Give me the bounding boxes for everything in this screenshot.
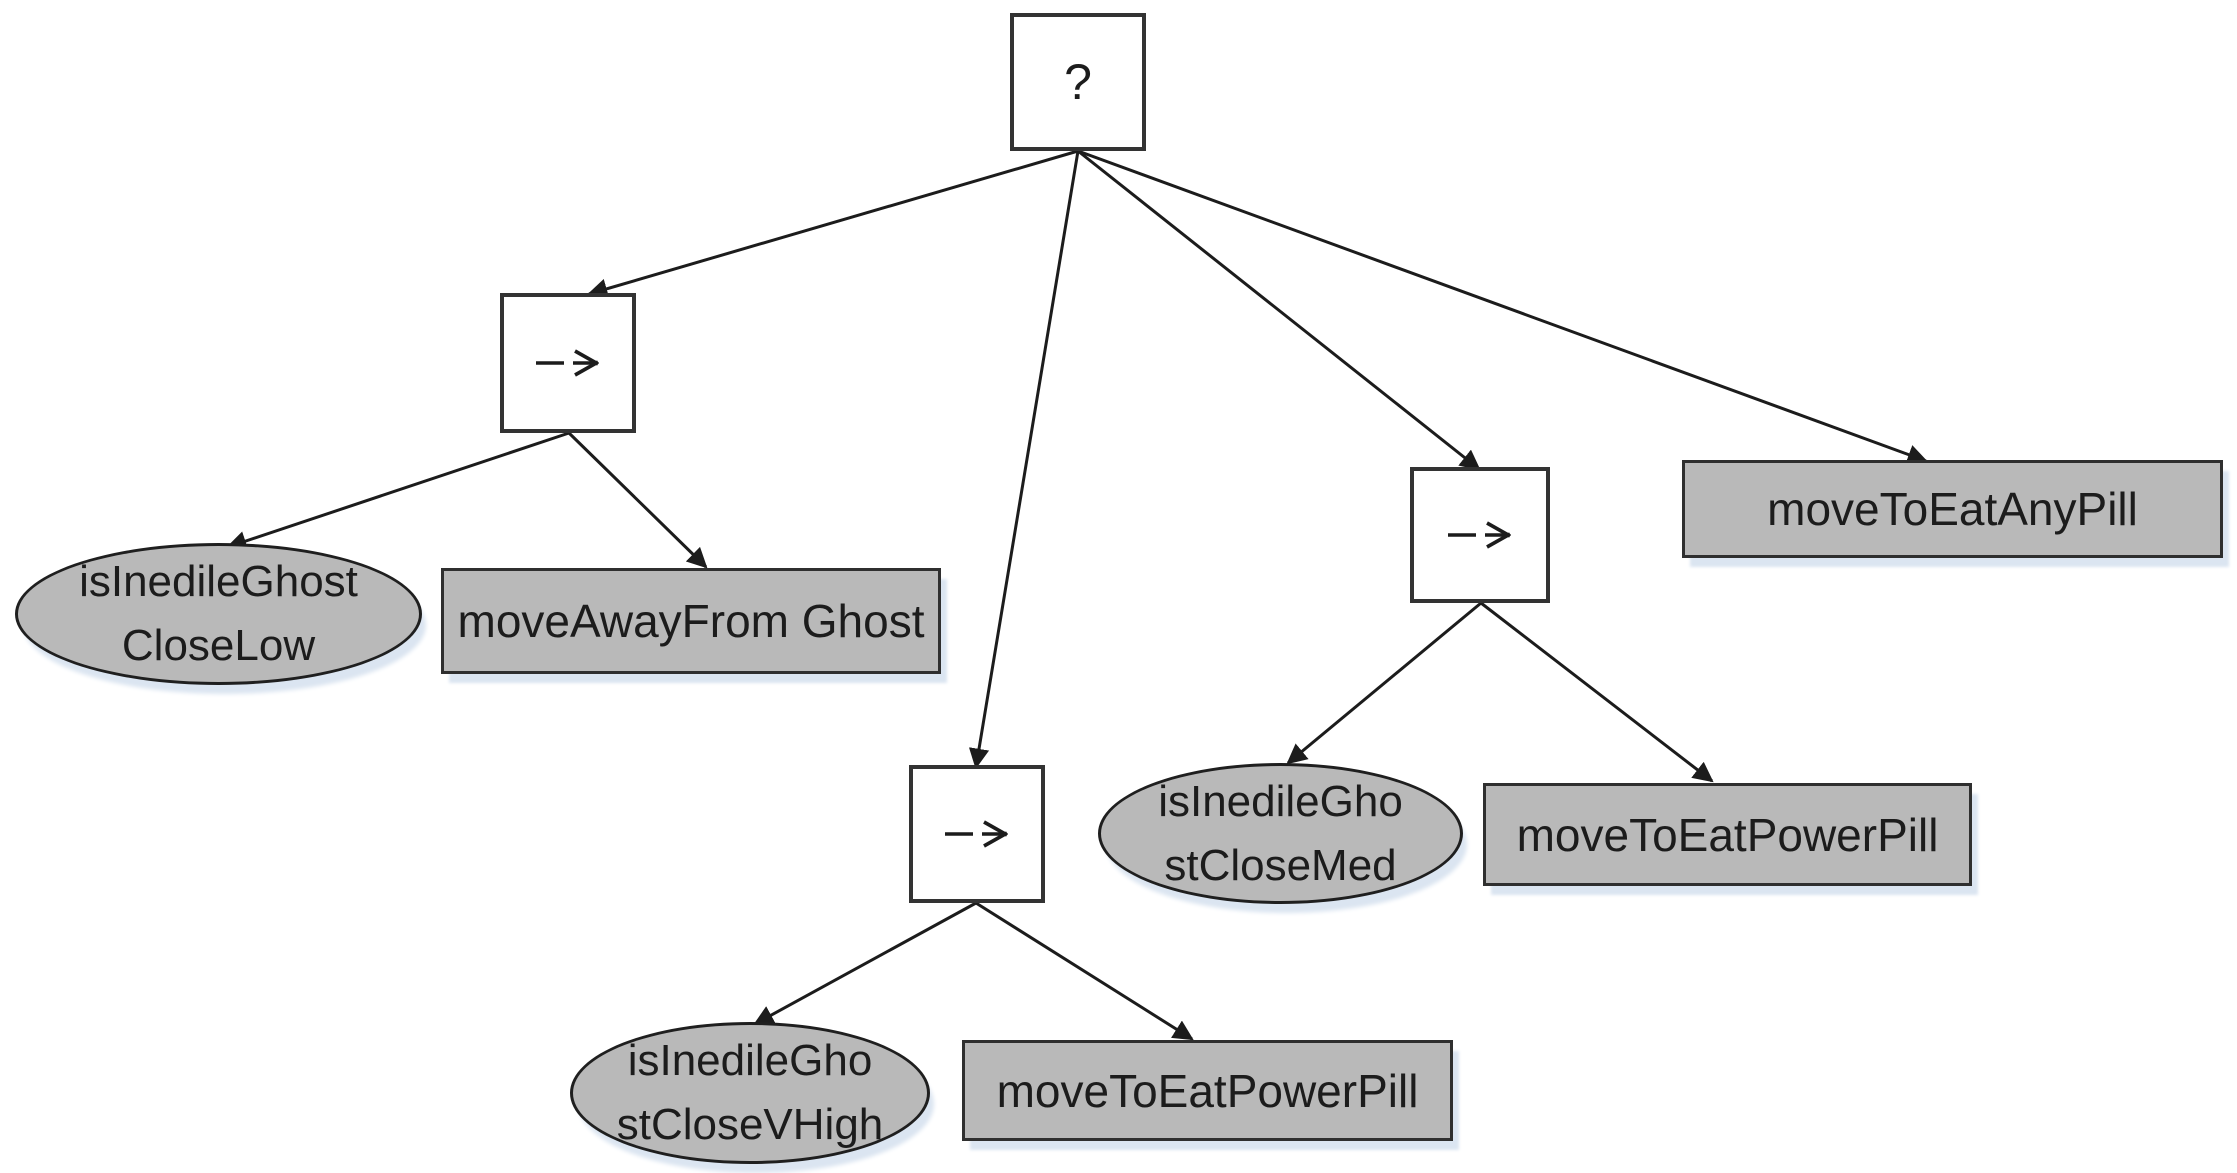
edge-root-to-seq-left [587, 149, 1079, 299]
edge-seq-left-to-action [567, 431, 708, 569]
condition-node-ghost-close-vhigh: isInedileGho stCloseVHigh [570, 1022, 930, 1164]
edge-root-to-any-pill [1077, 149, 1928, 465]
sequence-node-middle [909, 765, 1045, 903]
action-node-eat-power-pill-middle: moveToEatPowerPill [962, 1040, 1453, 1141]
selector-question-symbol: ? [1064, 54, 1092, 110]
sequence-node-left [500, 293, 636, 433]
edge-seq-middle-to-action [975, 901, 1194, 1041]
sequence-arrow-icon [536, 349, 599, 377]
edge-root-to-seq-right [1077, 149, 1481, 471]
edge-seq-middle-to-condition [753, 901, 977, 1026]
action-node-eat-power-pill-right: moveToEatPowerPill [1483, 783, 1972, 886]
condition-node-ghost-close-low: isInedileGhost CloseLow [15, 543, 422, 685]
action-label: moveToEatAnyPill [1767, 483, 2138, 535]
condition-label-line2: stCloseVHigh [616, 1100, 884, 1149]
sequence-arrow-icon [1448, 521, 1511, 549]
condition-node-ghost-close-med: isInedileGho stCloseMed [1098, 763, 1463, 904]
condition-label-line2: CloseLow [121, 621, 316, 670]
condition-label-line1: isInedileGhost [79, 557, 358, 606]
edge-seq-left-to-condition [226, 431, 570, 551]
condition-label-line1: isInedileGho [1158, 776, 1403, 826]
action-label: moveToEatPowerPill [1516, 808, 1939, 861]
action-label: moveToEatPowerPill [996, 1064, 1419, 1117]
edge-seq-right-to-action [1480, 601, 1714, 783]
action-node-eat-any-pill: moveToEatAnyPill [1682, 460, 2223, 558]
edge-root-to-seq-middle [968, 150, 1080, 770]
sequence-node-right [1410, 467, 1550, 603]
action-label: moveAwayFrom Ghost [457, 595, 925, 647]
condition-label-line1: isInedileGho [627, 1036, 873, 1085]
condition-label-line2: stCloseMed [1164, 840, 1397, 890]
action-node-move-away-from-ghost: moveAwayFrom Ghost [441, 568, 941, 674]
sequence-arrow-icon [945, 820, 1008, 848]
edge-seq-right-to-condition [1286, 601, 1482, 765]
selector-root-node: ? [1010, 13, 1146, 151]
